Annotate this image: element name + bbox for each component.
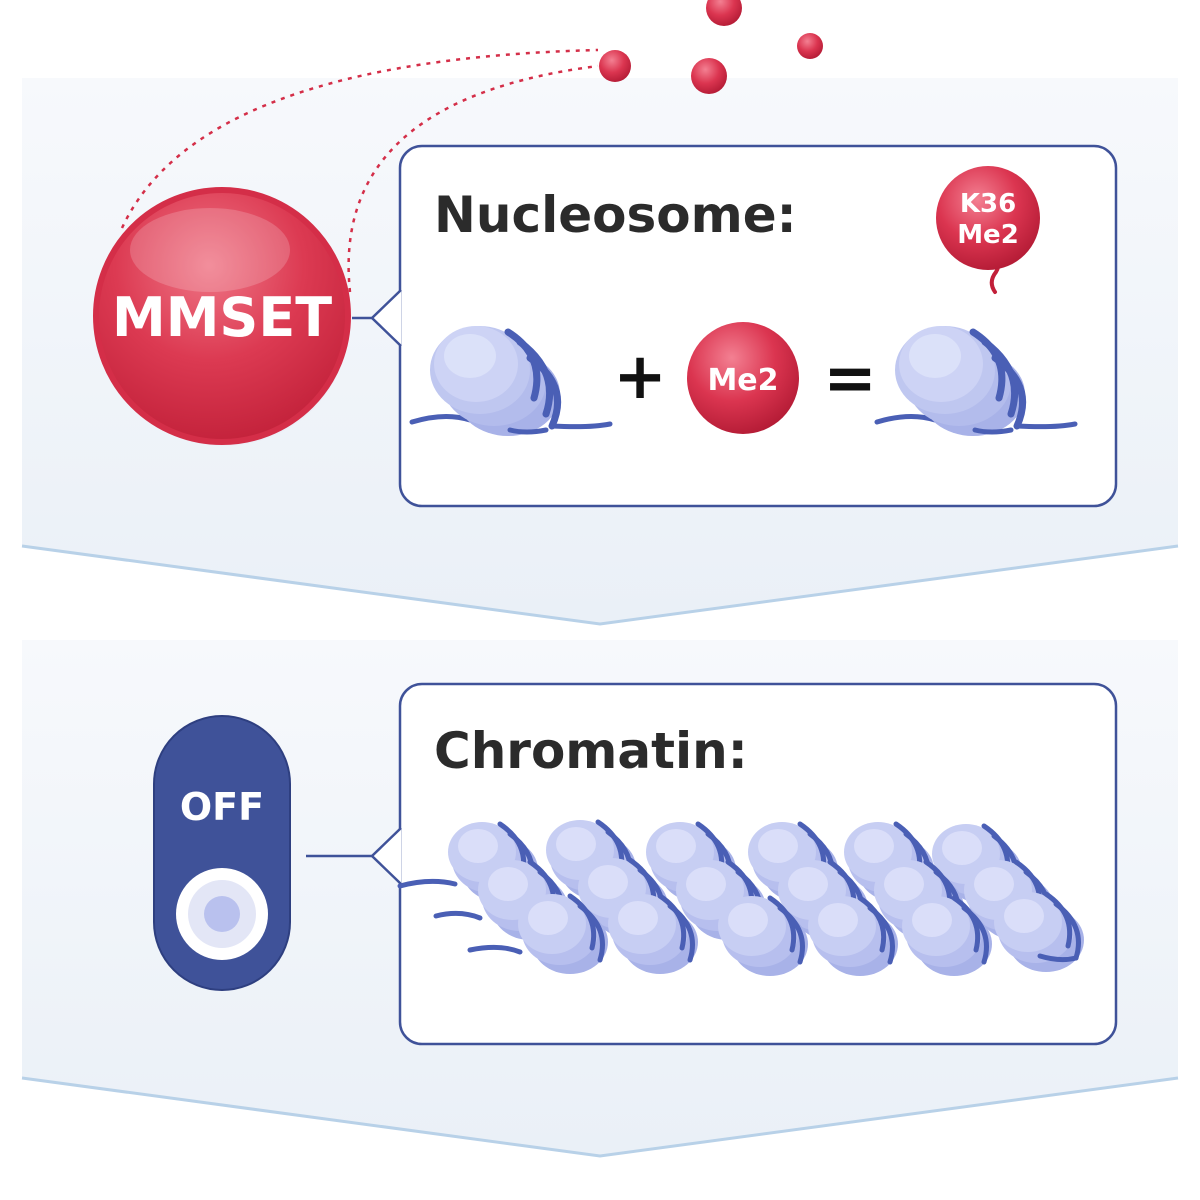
chromatin-title: Chromatin: (434, 722, 748, 780)
switch-label: OFF (180, 785, 264, 829)
nucleosome-title: Nucleosome: (434, 186, 797, 244)
methyl-group: Me2 (687, 322, 799, 434)
methyl-label: Me2 (707, 363, 778, 398)
down-arrow-1 (21, 544, 1179, 626)
mmset-label: MMSET (112, 286, 332, 349)
methyl-particles (599, 0, 823, 94)
off-switch: OFF (153, 715, 291, 991)
mark-label-line2: Me2 (957, 220, 1019, 250)
plus-symbol: + (613, 340, 667, 414)
down-arrow-2 (21, 1076, 1179, 1158)
k36me2-mark: K36 Me2 (936, 166, 1040, 270)
compact-chromatin (397, 820, 1084, 976)
nucleosome-panel: Nucleosome: + Me2 = K36 Me2 (352, 144, 1118, 508)
methyl-path-line (347, 64, 599, 293)
chromatin-panel: Chromatin: (306, 682, 1118, 1046)
methyl-path-line (120, 48, 599, 229)
equals-symbol: = (823, 342, 877, 416)
mark-label-line1: K36 (960, 189, 1016, 219)
mmset-enzyme: MMSET (93, 187, 351, 446)
